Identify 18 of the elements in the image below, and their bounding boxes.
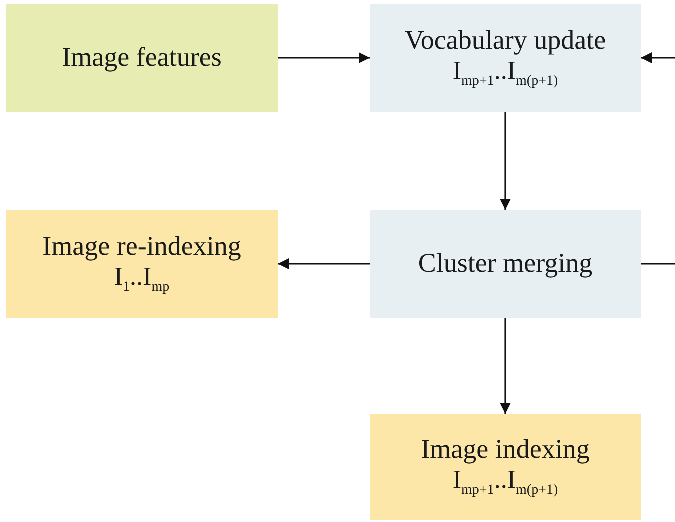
arrow — [500, 318, 511, 414]
arrow — [278, 258, 370, 270]
process-box — [370, 4, 641, 112]
box-title: Image indexing — [421, 434, 590, 466]
box-title: Cluster merging — [418, 248, 593, 280]
process-box — [370, 414, 641, 520]
index-range: I$_{mp+1}$..I$_{m(p+1)}$ — [452, 465, 558, 500]
process-box — [370, 210, 641, 318]
box-title: Image re-indexing — [42, 231, 242, 262]
index-range: I$_{1}$..I$_{mp}$ — [114, 262, 170, 297]
box-title: Vocabulary update — [404, 25, 606, 56]
index-range: I$_{mp+1}$..I$_{m(p+1)}$ — [452, 56, 558, 91]
arrow — [278, 52, 370, 64]
process-box — [6, 210, 278, 318]
arrow — [641, 52, 675, 64]
process-box — [6, 4, 278, 112]
arrow — [500, 112, 511, 210]
box-title: Image features — [62, 42, 222, 74]
